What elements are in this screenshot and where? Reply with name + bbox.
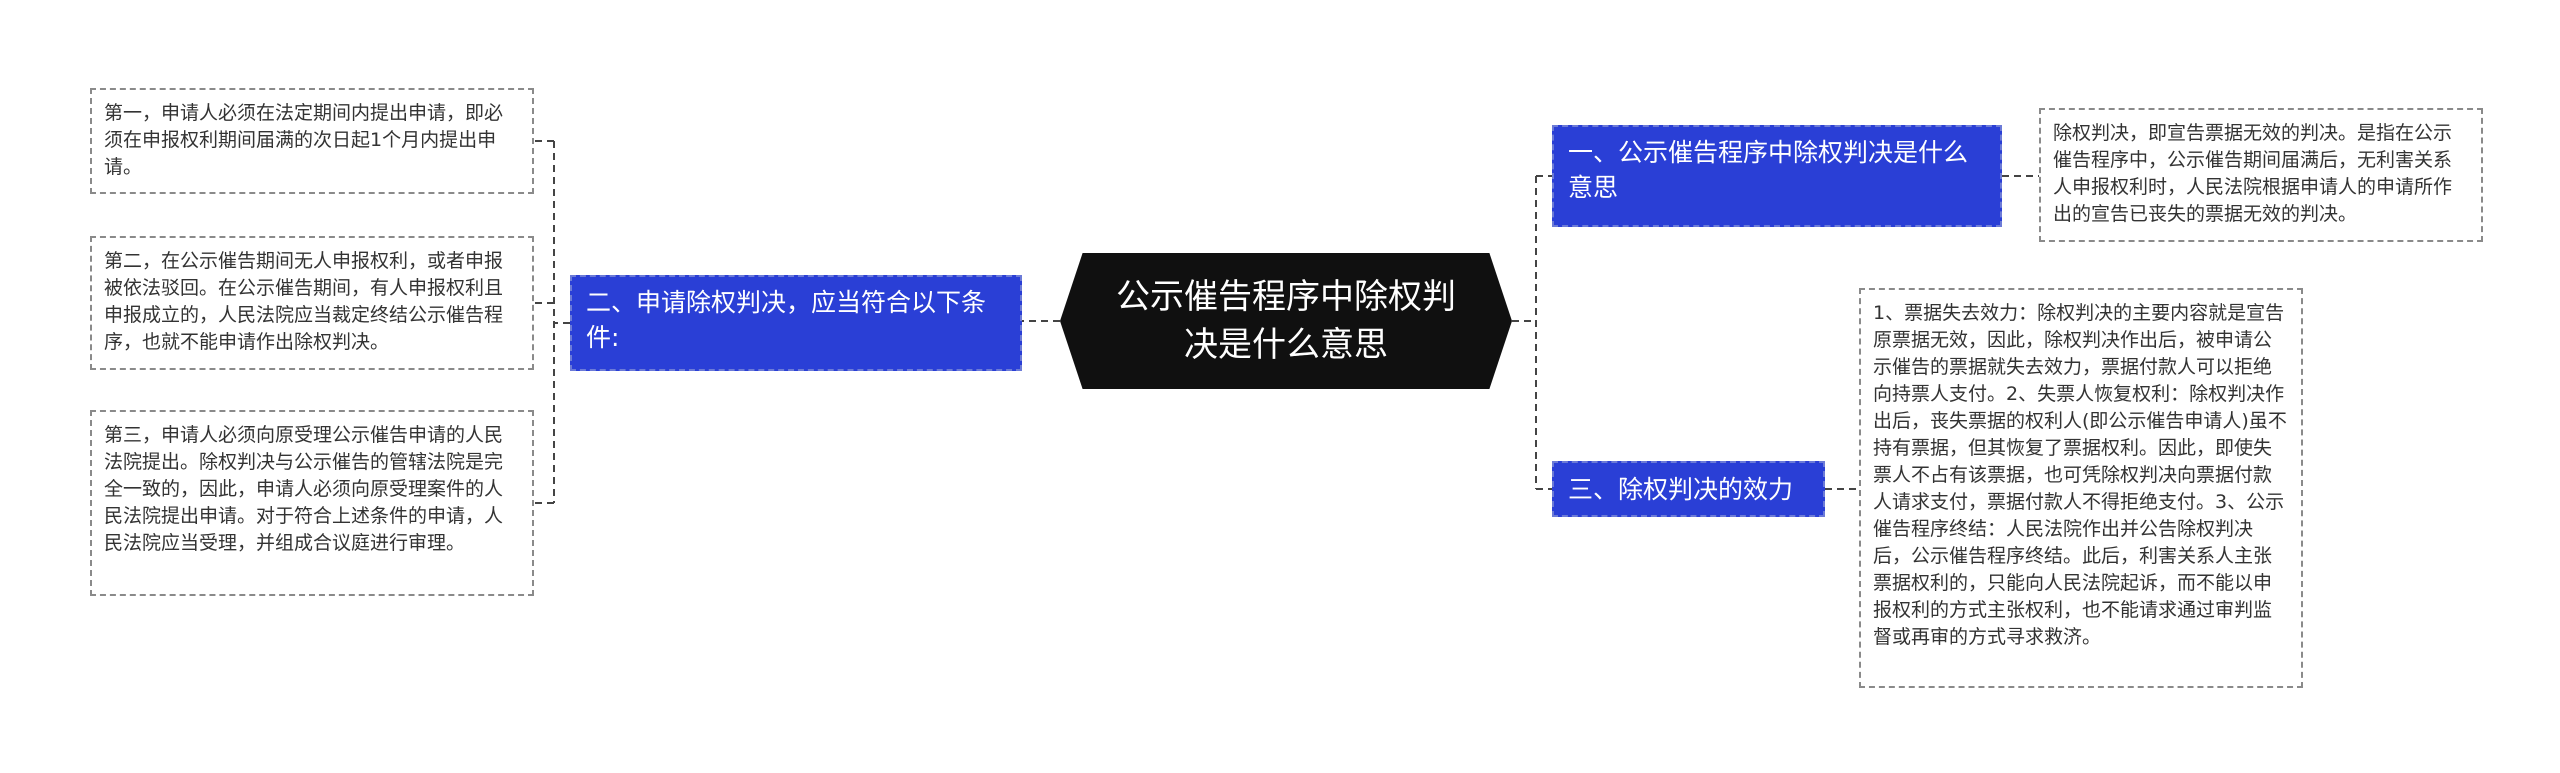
connector-root-right xyxy=(1512,175,1552,490)
root-node-title: 公示催告程序中除权判决是什么意思 xyxy=(1116,277,1456,365)
branch-meaning-label: 一、公示催告程序中除权判决是什么意思 xyxy=(1568,138,1969,202)
root-node[interactable]: 公示催告程序中除权判决是什么意思 xyxy=(1060,253,1512,389)
branch-conditions[interactable]: 二、申请除权判决，应当符合以下条件: xyxy=(570,275,1022,371)
connector-left-leaves xyxy=(534,140,570,504)
leaf-condition-1[interactable]: 第一，申请人必须在法定期间内提出申请，即必须在申报权利期间届满的次日起1个月内提… xyxy=(90,88,534,194)
leaf-meaning-text: 除权判决，即宣告票据无效的判决。是指在公示催告程序中，公示催告期间届满后，无利害… xyxy=(2053,122,2453,225)
leaf-meaning[interactable]: 除权判决，即宣告票据无效的判决。是指在公示催告程序中，公示催告期间届满后，无利害… xyxy=(2039,108,2483,242)
leaf-condition-2-text: 第二，在公示催告期间无人申报权利，或者申报被依法驳回。在公示催告期间，有人申报权… xyxy=(104,250,504,353)
leaf-effect[interactable]: 1、票据失去效力：除权判决的主要内容就是宣告原票据无效，因此，除权判决作出后，被… xyxy=(1859,288,2303,688)
branch-conditions-label: 二、申请除权判决，应当符合以下条件: xyxy=(586,288,987,352)
leaf-condition-2[interactable]: 第二，在公示催告期间无人申报权利，或者申报被依法驳回。在公示催告期间，有人申报权… xyxy=(90,236,534,370)
branch-meaning[interactable]: 一、公示催告程序中除权判决是什么意思 xyxy=(1552,125,2002,227)
leaf-effect-text: 1、票据失去效力：除权判决的主要内容就是宣告原票据无效，因此，除权判决作出后，被… xyxy=(1873,302,2287,648)
branch-effect-label: 三、除权判决的效力 xyxy=(1568,474,1794,504)
leaf-condition-3[interactable]: 第三，申请人必须向原受理公示催告申请的人民法院提出。除权判决与公示催告的管辖法院… xyxy=(90,410,534,596)
leaf-condition-1-text: 第一，申请人必须在法定期间内提出申请，即必须在申报权利期间届满的次日起1个月内提… xyxy=(104,102,504,178)
leaf-condition-3-text: 第三，申请人必须向原受理公示催告申请的人民法院提出。除权判决与公示催告的管辖法院… xyxy=(104,424,504,554)
branch-effect[interactable]: 三、除权判决的效力 xyxy=(1552,461,1825,517)
